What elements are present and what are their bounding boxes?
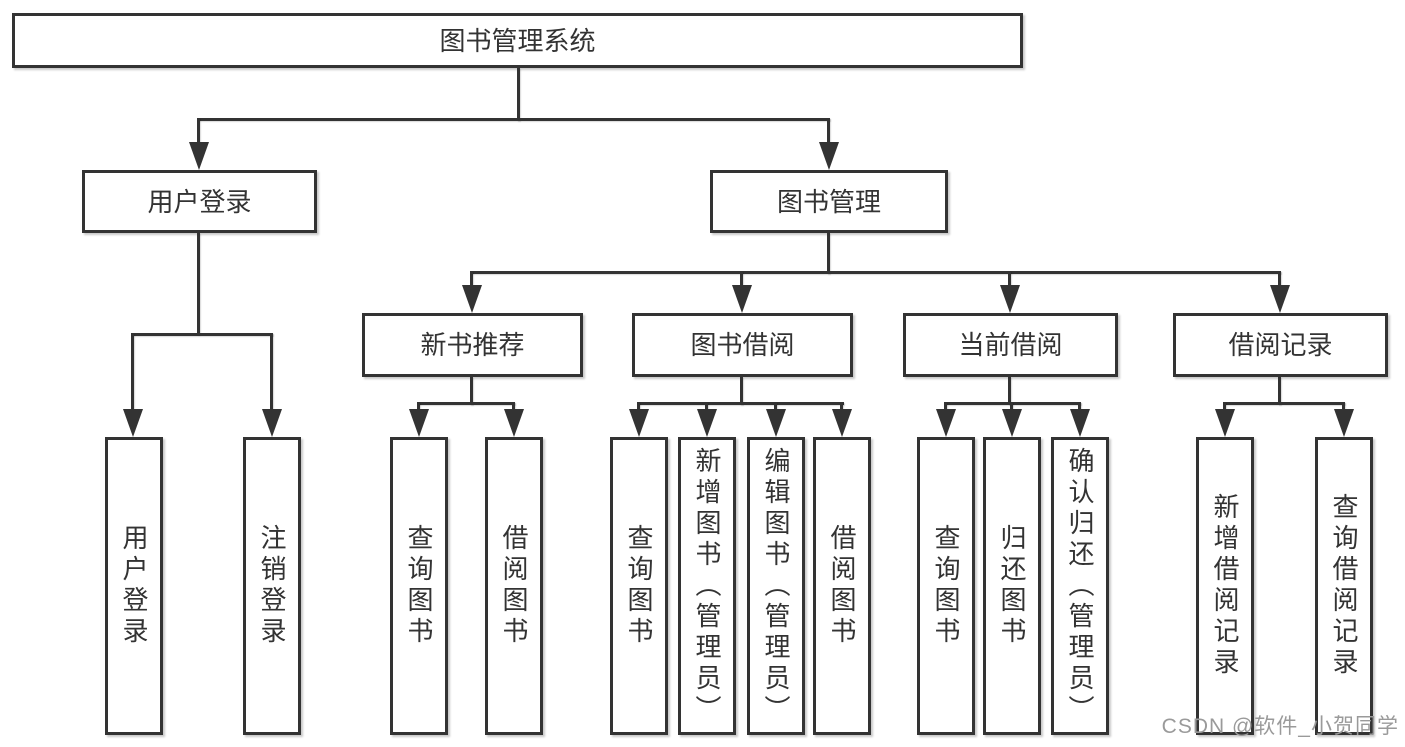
- leaf-currentborrow-query: 查询图书: [917, 437, 975, 735]
- arrowhead-leaf-logout: [262, 409, 282, 437]
- leaf-records-add: 新增借阅记录: [1196, 437, 1254, 735]
- leaf-bookborrow-edit-label: 编辑图书（管理员）: [761, 446, 791, 726]
- arrowhead-bookborrow: [732, 285, 752, 313]
- edge-bb-add-stem: [705, 402, 708, 414]
- leaf-bookborrow-add: 新增图书（管理员）: [678, 437, 736, 735]
- edge-borrowrecords-branch: [1223, 402, 1345, 405]
- arrowhead-currentborrow: [1000, 285, 1020, 313]
- edge-leaf-userlogin-stem: [131, 333, 134, 413]
- arrowhead-newbookrec: [462, 285, 482, 313]
- arrowhead-userlogin: [189, 142, 209, 170]
- node-current-borrow-label: 当前借阅: [958, 330, 1063, 360]
- node-book-borrow-label: 图书借阅: [690, 330, 795, 360]
- edge-borrowrecords-stem: [1278, 377, 1281, 405]
- leaf-logout: 注销登录: [243, 437, 301, 735]
- edge-userlogin-stem: [197, 233, 200, 335]
- arrowhead-cb-query: [936, 409, 956, 437]
- edge-bookborrow-arrow-stem: [740, 271, 743, 287]
- leaf-records-add-label: 新增借阅记录: [1210, 493, 1240, 679]
- leaf-bookborrow-query: 查询图书: [610, 437, 668, 735]
- edge-bookborrow-branch: [637, 402, 844, 405]
- node-current-borrow: 当前借阅: [903, 313, 1118, 377]
- node-book-mgmt-label: 图书管理: [776, 186, 881, 217]
- arrowhead-bb-edit: [766, 409, 786, 437]
- leaf-currentborrow-confirm: 确认归还（管理员）: [1051, 437, 1109, 735]
- arrowhead-cb-confirm: [1070, 409, 1090, 437]
- arrowhead-leaf-userlogin: [123, 409, 143, 437]
- edge-bb-borrow-stem: [840, 402, 843, 414]
- leaf-currentborrow-confirm-label: 确认归还（管理员）: [1065, 446, 1095, 726]
- edge-newbookrec-arrow-stem: [470, 271, 473, 287]
- leaf-logout-label: 注销登录: [257, 524, 287, 648]
- arrowhead-bb-add: [697, 409, 717, 437]
- leaf-newbook-query: 查询图书: [390, 437, 448, 735]
- leaf-records-query-label: 查询借阅记录: [1329, 493, 1359, 679]
- arrowhead-nb-query: [409, 409, 429, 437]
- leaf-bookborrow-borrow-label: 借阅图书: [827, 524, 857, 648]
- edge-root-stem: [517, 68, 520, 121]
- leaf-currentborrow-query-label: 查询图书: [931, 524, 961, 648]
- edge-root-branch: [197, 118, 830, 121]
- edge-br-query-stem: [1342, 402, 1345, 414]
- edge-nb-borrow-stem: [512, 402, 515, 414]
- edge-nb-query-stem: [417, 402, 420, 414]
- leaf-user-login-label: 用户登录: [119, 524, 149, 648]
- leaf-newbook-borrow: 借阅图书: [485, 437, 543, 735]
- arrowhead-bookmgmt: [819, 142, 839, 170]
- leaf-newbook-query-label: 查询图书: [404, 524, 434, 648]
- edge-leaf-logout-stem: [270, 333, 273, 413]
- arrowhead-borrowrecords: [1270, 285, 1290, 313]
- node-book-borrow: 图书借阅: [632, 313, 853, 377]
- node-root: 图书管理系统: [12, 13, 1023, 68]
- leaf-bookborrow-edit: 编辑图书（管理员）: [747, 437, 805, 735]
- edge-bb-edit-stem: [774, 402, 777, 414]
- leaf-user-login: 用户登录: [105, 437, 163, 735]
- edge-userlogin-arrow-stem: [197, 118, 200, 146]
- node-new-book-rec: 新书推荐: [362, 313, 583, 377]
- edge-level3-branch: [470, 271, 1281, 274]
- edge-br-add-stem: [1223, 402, 1226, 414]
- node-borrow-records: 借阅记录: [1173, 313, 1388, 377]
- node-root-label: 图书管理系统: [439, 25, 596, 56]
- node-book-mgmt: 图书管理: [710, 170, 948, 233]
- edge-currentborrow-arrow-stem: [1008, 271, 1011, 287]
- node-new-book-rec-label: 新书推荐: [420, 330, 525, 360]
- edge-bb-query-stem: [637, 402, 640, 414]
- csdn-watermark: CSDN @软件_小贺同学: [1161, 715, 1399, 738]
- arrowhead-cb-return: [1002, 409, 1022, 437]
- node-user-login-label: 用户登录: [147, 186, 252, 217]
- edge-newbookrec-branch: [417, 402, 515, 405]
- node-borrow-records-label: 借阅记录: [1228, 330, 1333, 360]
- leaf-bookborrow-borrow: 借阅图书: [813, 437, 871, 735]
- arrowhead-br-query: [1334, 409, 1354, 437]
- arrowhead-br-add: [1215, 409, 1235, 437]
- edge-cb-confirm-stem: [1078, 402, 1081, 414]
- edge-newbookrec-stem: [470, 377, 473, 405]
- leaf-newbook-borrow-label: 借阅图书: [499, 524, 529, 648]
- edge-userlogin-branch: [131, 333, 273, 336]
- leaf-bookborrow-query-label: 查询图书: [624, 524, 654, 648]
- arrowhead-bb-borrow: [832, 409, 852, 437]
- edge-currentborrow-stem: [1008, 377, 1011, 405]
- edge-cb-query-stem: [944, 402, 947, 414]
- node-user-login: 用户登录: [82, 170, 317, 233]
- edge-cb-return-stem: [1010, 402, 1013, 414]
- leaf-bookborrow-add-label: 新增图书（管理员）: [692, 446, 722, 726]
- leaf-records-query: 查询借阅记录: [1315, 437, 1373, 735]
- edge-bookmgmt-arrow-stem: [827, 118, 830, 146]
- edge-bookmgmt-stem: [827, 233, 830, 274]
- leaf-currentborrow-return: 归还图书: [983, 437, 1041, 735]
- arrowhead-nb-borrow: [504, 409, 524, 437]
- edge-borrowrecords-arrow-stem: [1278, 271, 1281, 287]
- arrowhead-bb-query: [629, 409, 649, 437]
- leaf-currentborrow-return-label: 归还图书: [997, 524, 1027, 648]
- edge-bookborrow-stem: [740, 377, 743, 405]
